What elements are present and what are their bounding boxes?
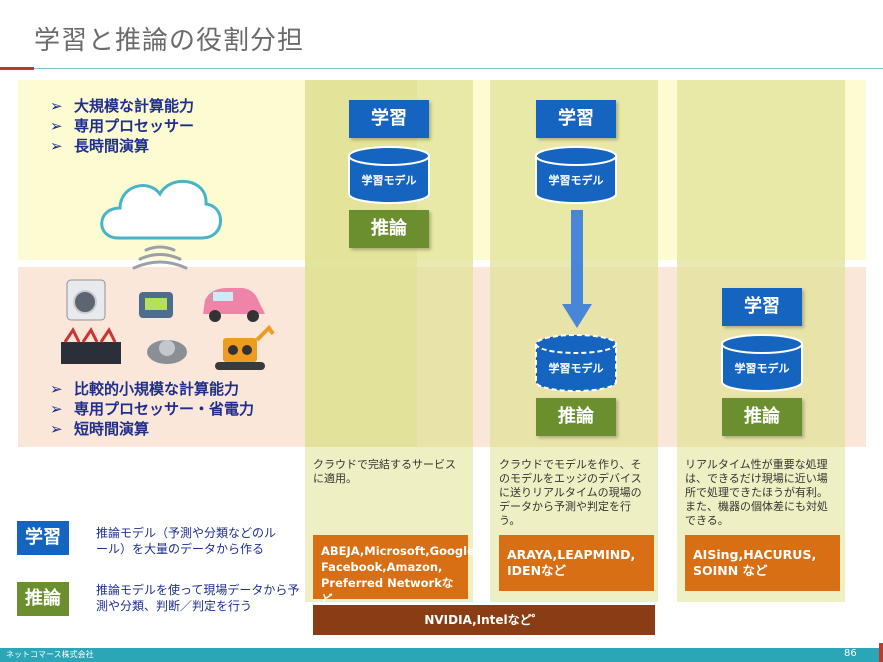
list-item: ➢長時間演算 xyxy=(50,137,150,155)
list-item: ➢短時間演算 xyxy=(50,420,150,438)
model-label-col3: 学習モデル xyxy=(735,361,790,375)
column-desc-col1: クラウドで完結するサービスに適用。 xyxy=(313,458,456,485)
cloud-icon xyxy=(100,179,222,270)
infer-box-col2: 推論 xyxy=(536,398,616,436)
learn-box-col1: 学習 xyxy=(349,100,429,138)
footer-company: ネットコマース株式会社 xyxy=(6,650,94,659)
companies-col3: AISing,HACURUS, SOINN など xyxy=(685,535,840,591)
companies-col2: ARAYA,LEAPMIND, IDENなど xyxy=(499,535,654,591)
learn-box-col2: 学習 xyxy=(536,100,616,138)
page-number: 86 xyxy=(844,648,857,659)
list-item: ➢大規模な計算能力 xyxy=(50,97,195,115)
footer-bar xyxy=(0,648,883,662)
page-title: 学習と推論の役割分担 xyxy=(34,26,305,56)
model-cylinder-col2: 学習モデル xyxy=(535,146,617,204)
model-label-edge-col2: 学習モデル xyxy=(549,361,604,375)
footer-accent xyxy=(879,643,883,662)
infer-box-col1: 推論 xyxy=(349,210,429,248)
hardware-vendors-bar: NVIDIA,Intelなど゜ xyxy=(313,605,655,635)
column-cloud-only-main xyxy=(305,80,473,447)
model-cylinder-edge-col2: 学習モデル xyxy=(535,334,617,392)
edge-features: ➢比較的小規模な計算能力 ➢専用プロセッサー・省電力 ➢短時間演算 xyxy=(50,379,254,439)
column-desc-col3: リアルタイム性が重要な処理は、できるだけ現場に近い場所で処理できたほうが有利。ま… xyxy=(685,458,828,527)
edge-devices-icon xyxy=(61,279,275,370)
legend-learn-box: 学習 xyxy=(17,521,69,555)
title-accent xyxy=(0,67,34,70)
model-label-col2: 学習モデル xyxy=(549,173,604,187)
legend-infer-box: 推論 xyxy=(17,582,69,616)
cloud-features: ➢大規模な計算能力 ➢専用プロセッサー ➢長時間演算 xyxy=(50,96,194,156)
legend-infer-desc: 推論モデルを使って現場データから予測や分類、判断／判定を行う xyxy=(96,583,300,613)
learn-box-col3: 学習 xyxy=(722,288,802,326)
title-divider xyxy=(0,68,883,69)
model-cylinder-col3: 学習モデル xyxy=(721,334,803,392)
infer-box-col3: 推論 xyxy=(722,398,802,436)
legend-learn-desc: 推論モデル（予測や分類などのルール）を大量のデータから作る xyxy=(96,526,277,556)
list-item: ➢専用プロセッサー xyxy=(50,117,195,135)
column-desc-col2: クラウドでモデルを作り、そのモデルをエッジのデバイスに送りリアルタイムの現場のデ… xyxy=(499,458,642,527)
model-cylinder-col1: 学習モデル xyxy=(348,146,430,204)
deploy-arrow-icon xyxy=(562,210,592,328)
list-item: ➢比較的小規模な計算能力 xyxy=(50,380,240,398)
list-item: ➢専用プロセッサー・省電力 xyxy=(50,400,255,418)
companies-col1: ABEJA,Microsoft,Google, Facebook,Amazon,… xyxy=(313,535,479,606)
model-label-col1: 学習モデル xyxy=(362,173,417,187)
